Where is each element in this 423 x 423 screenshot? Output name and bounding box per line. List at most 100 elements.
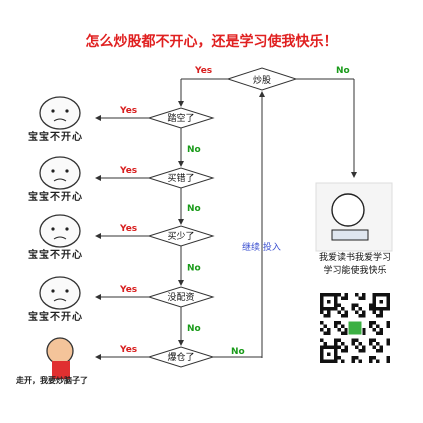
qr-module — [330, 293, 334, 297]
face-caption: 宝宝不开心 — [28, 312, 83, 323]
qr-module — [330, 307, 334, 311]
qr-module — [379, 293, 383, 297]
decision-label: 没配资 — [167, 292, 194, 303]
angry-boy-face — [46, 337, 74, 365]
qr-module — [334, 342, 338, 346]
decision-diamond — [147, 107, 215, 129]
decision-diamond — [147, 167, 215, 189]
qr-module — [337, 293, 341, 297]
qr-module — [334, 296, 338, 300]
qr-module — [379, 300, 383, 304]
face-eye — [51, 289, 55, 293]
diagram-title: 怎么炒股都不开心，还是学习使我快乐！ — [85, 34, 338, 50]
qr-module — [341, 331, 345, 335]
yes-label: Yes — [119, 345, 137, 355]
qr-module — [355, 338, 359, 342]
qr-module — [334, 352, 338, 356]
qr-module — [320, 338, 324, 342]
qr-module — [351, 338, 355, 342]
qr-module — [386, 293, 390, 297]
start-decision-label: 炒股 — [253, 75, 271, 86]
qr-module — [369, 359, 373, 363]
qr-module — [369, 324, 373, 328]
qr-module — [341, 342, 345, 346]
qr-module — [320, 359, 324, 363]
qr-module — [320, 293, 324, 297]
qr-module — [334, 303, 338, 307]
qr-module — [334, 307, 338, 311]
face-eye — [65, 169, 69, 173]
qr-module — [355, 356, 359, 360]
qr-module — [369, 338, 373, 342]
qr-module — [330, 359, 334, 363]
qr-module — [320, 303, 324, 307]
qr-module — [386, 307, 390, 311]
no-label: No — [187, 204, 201, 214]
qr-module — [386, 296, 390, 300]
qr-module — [358, 296, 362, 300]
face-caption: 走开，我要炒脑子了 — [16, 376, 88, 385]
start-no-label: No — [336, 66, 350, 76]
qr-module — [334, 345, 338, 349]
qr-module — [379, 314, 383, 318]
qr-module — [337, 345, 341, 349]
qr-module — [334, 324, 338, 328]
sad-cat-face — [39, 156, 81, 190]
qr-module — [383, 293, 387, 297]
no-label: No — [187, 264, 201, 274]
qr-module — [323, 293, 327, 297]
qr-module — [344, 349, 348, 353]
qr-module — [362, 331, 366, 335]
qr-module — [379, 328, 383, 332]
qr-module — [334, 300, 338, 304]
qr-module — [323, 345, 327, 349]
qr-module — [320, 321, 324, 325]
qr-module — [320, 328, 324, 332]
qr-module — [323, 324, 327, 328]
qr-module — [369, 303, 373, 307]
qr-module — [379, 349, 383, 353]
qr-module — [386, 303, 390, 307]
qr-module — [379, 310, 383, 314]
study-meme-book — [331, 229, 369, 241]
qr-module — [386, 356, 390, 360]
decision-diamond — [147, 286, 215, 308]
qr-module — [327, 345, 331, 349]
qr-module — [334, 356, 338, 360]
qr-module — [351, 359, 355, 363]
qr-center-logo — [347, 320, 363, 336]
qr-module — [344, 296, 348, 300]
decision-label: 买少了 — [167, 231, 194, 242]
qr-module — [351, 356, 355, 360]
qr-module — [320, 296, 324, 300]
qr-module — [327, 307, 331, 311]
qr-module — [372, 328, 376, 332]
qr-module — [376, 324, 380, 328]
study-quote-line-2: 学习能使我快乐 — [323, 266, 387, 276]
qr-module — [341, 314, 345, 318]
qr-module — [355, 345, 359, 349]
decision-label: 踏空了 — [167, 112, 194, 124]
qr-module — [337, 328, 341, 332]
qr-module — [376, 359, 380, 363]
qr-module — [344, 328, 348, 332]
start-yes-label: Yes — [194, 66, 212, 76]
qr-module — [379, 331, 383, 335]
qr-module — [376, 307, 380, 311]
study-quote-line-1: 我爱读书我爱学习 — [318, 253, 391, 263]
qr-module — [358, 359, 362, 363]
qr-module — [372, 345, 376, 349]
qr-module — [376, 293, 380, 297]
qr-module — [372, 356, 376, 360]
qr-module — [327, 314, 331, 318]
no-label: No — [187, 145, 201, 155]
qr-module — [372, 293, 376, 297]
qr-module — [323, 307, 327, 311]
qr-module — [372, 307, 376, 311]
qr-module — [383, 307, 387, 311]
qr-module — [327, 300, 331, 304]
qr-module — [372, 338, 376, 342]
decision-label: 买错了 — [167, 172, 194, 184]
face-mouth — [53, 298, 67, 302]
